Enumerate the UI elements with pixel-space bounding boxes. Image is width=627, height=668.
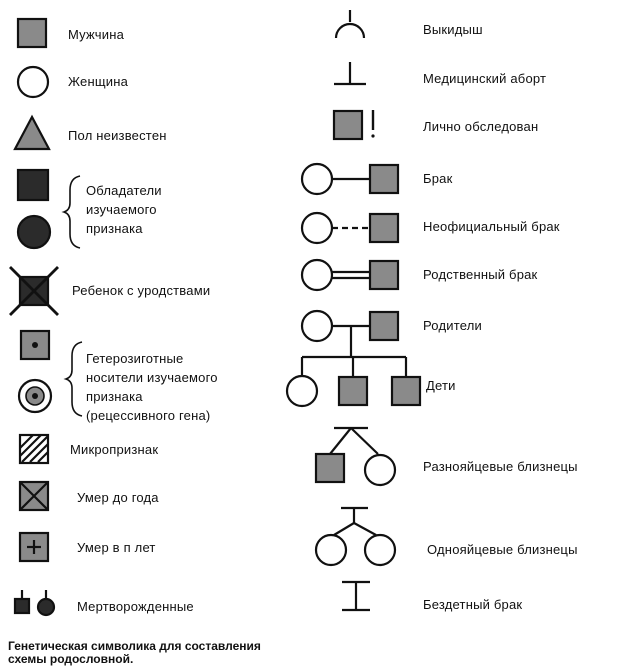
label-consanguineous-marriage: Родственный брак bbox=[423, 267, 538, 282]
parents-icon bbox=[300, 309, 400, 357]
children-icon bbox=[285, 355, 422, 408]
label-microtrait: Микропризнак bbox=[70, 442, 159, 457]
circle-icon bbox=[16, 65, 50, 99]
label-parents: Родители bbox=[423, 318, 482, 333]
marriage-icon bbox=[300, 162, 400, 196]
label-identical-twins: Однояйцевые близнецы bbox=[427, 542, 578, 557]
label-child-defects: Ребенок с уродствами bbox=[72, 283, 211, 298]
dashed-marriage-icon bbox=[300, 211, 400, 245]
crossed-dark-square-icon bbox=[9, 266, 59, 316]
label-trait-carriers: Обладатели изучаемого признака bbox=[86, 183, 162, 236]
dark-square-and-circle-icon bbox=[16, 168, 81, 250]
label-sex-unknown: Пол неизвестен bbox=[68, 128, 167, 143]
label-died-before-year: Умер до года bbox=[77, 490, 159, 505]
label-children: Дети bbox=[426, 378, 456, 393]
label-miscarriage: Выкидыш bbox=[423, 22, 483, 37]
label-marriage: Брак bbox=[423, 171, 453, 186]
abortion-icon bbox=[334, 62, 366, 86]
label-stillborn: Мертворожденные bbox=[77, 599, 194, 614]
label-abortion: Медицинский аборт bbox=[423, 71, 547, 86]
label-died-in-n-years: Умер в п лет bbox=[77, 540, 156, 555]
label-unofficial-marriage: Неофициальный брак bbox=[423, 219, 560, 234]
dotted-square-and-circle-icon bbox=[17, 329, 83, 417]
label-examined: Лично обследован bbox=[423, 119, 539, 134]
examined-square-icon bbox=[332, 109, 375, 141]
small-square-and-circle-icon bbox=[13, 590, 56, 617]
double-line-marriage-icon bbox=[300, 258, 400, 292]
miscarriage-icon bbox=[334, 10, 366, 39]
label-female: Женщина bbox=[68, 74, 129, 89]
label-male: Мужчина bbox=[68, 27, 125, 42]
label-heterozygous: Гетерозиготные носители изучаемого призн… bbox=[86, 351, 218, 423]
plus-square-icon bbox=[18, 531, 50, 563]
childless-marriage-icon bbox=[342, 580, 370, 612]
identical-twins-icon bbox=[314, 506, 397, 567]
gray-square-icon bbox=[16, 17, 48, 49]
hatched-square-icon bbox=[18, 433, 50, 465]
label-fraternal-twins: Разнояйцевые близнецы bbox=[423, 459, 578, 474]
fraternal-twins-icon bbox=[314, 426, 397, 487]
gray-triangle-icon bbox=[13, 114, 51, 151]
x-square-icon bbox=[18, 480, 50, 512]
figure-caption: Генетическая символика для составления с… bbox=[8, 639, 261, 666]
label-childless-marriage: Бездетный брак bbox=[423, 597, 523, 612]
